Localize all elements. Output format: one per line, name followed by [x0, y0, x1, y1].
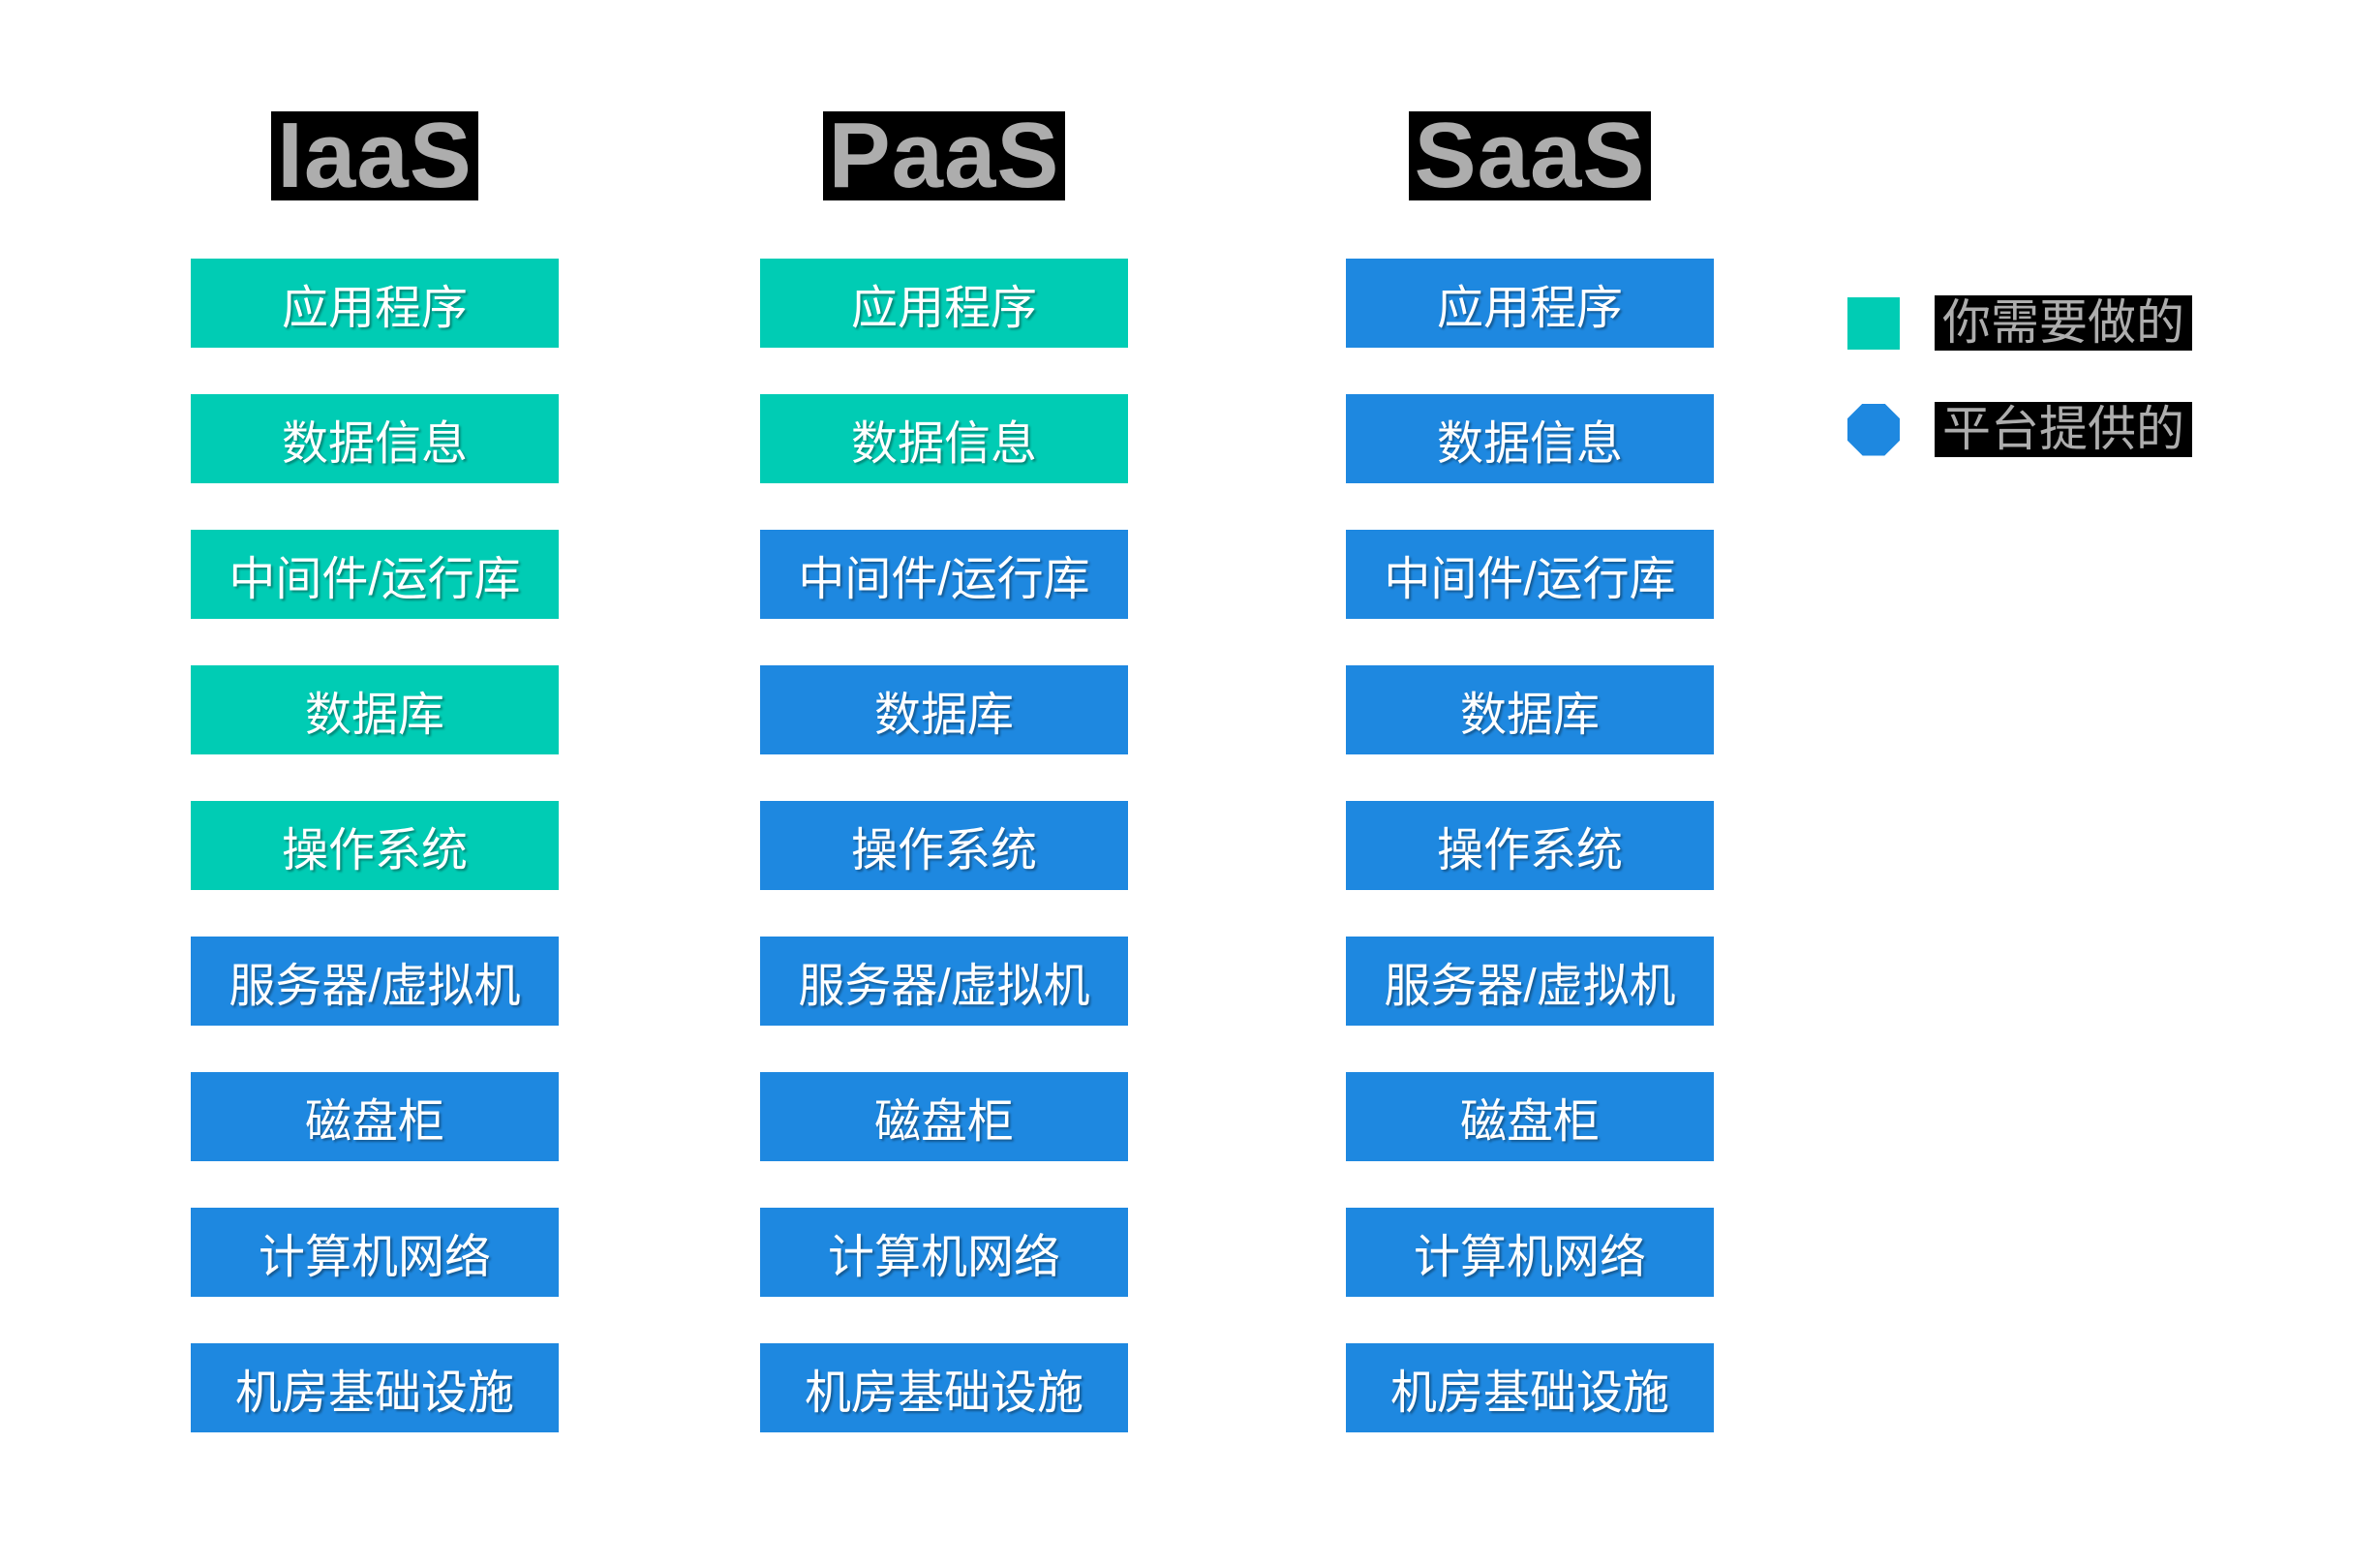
layer-box: 磁盘柜: [1346, 1072, 1714, 1161]
layer-box: 中间件/运行库: [191, 530, 559, 619]
layer-box: 计算机网络: [760, 1208, 1128, 1297]
platform-swatch-circle-icon: [1847, 403, 1900, 456]
layer-box: 磁盘柜: [191, 1072, 559, 1161]
layer-stack-paas: 应用程序数据信息中间件/运行库数据库操作系统服务器/虚拟机磁盘柜计算机网络机房基…: [760, 259, 1128, 1432]
layer-box: 磁盘柜: [760, 1072, 1128, 1161]
column-saas: SaaS 应用程序数据信息中间件/运行库数据库操作系统服务器/虚拟机磁盘柜计算机…: [1346, 109, 1714, 1479]
layer-box: 数据信息: [191, 394, 559, 483]
layer-box: 机房基础设施: [760, 1343, 1128, 1432]
layer-box: 应用程序: [191, 259, 559, 348]
layer-box: 服务器/虚拟机: [760, 937, 1128, 1026]
layer-stack-iaas: 应用程序数据信息中间件/运行库数据库操作系统服务器/虚拟机磁盘柜计算机网络机房基…: [191, 259, 559, 1432]
layer-box: 机房基础设施: [191, 1343, 559, 1432]
column-title-saas: SaaS: [1408, 109, 1652, 202]
column-title-paas: PaaS: [822, 109, 1066, 202]
legend: 你需要做的 平台提供的: [1847, 295, 2192, 508]
layer-box: 服务器/虚拟机: [191, 937, 559, 1026]
layer-box: 计算机网络: [191, 1208, 559, 1297]
layer-box: 数据库: [191, 665, 559, 754]
layer-box: 应用程序: [760, 259, 1128, 348]
layer-box: 中间件/运行库: [1346, 530, 1714, 619]
legend-label-platform: 平台提供的: [1935, 402, 2192, 457]
layer-box: 数据库: [760, 665, 1128, 754]
legend-row-user: 你需要做的: [1847, 295, 2192, 351]
layer-box: 操作系统: [191, 801, 559, 890]
layer-box: 数据信息: [760, 394, 1128, 483]
column-iaas: IaaS 应用程序数据信息中间件/运行库数据库操作系统服务器/虚拟机磁盘柜计算机…: [191, 109, 559, 1479]
column-paas: PaaS 应用程序数据信息中间件/运行库数据库操作系统服务器/虚拟机磁盘柜计算机…: [760, 109, 1128, 1479]
layer-stack-saas: 应用程序数据信息中间件/运行库数据库操作系统服务器/虚拟机磁盘柜计算机网络机房基…: [1346, 259, 1714, 1432]
legend-label-user: 你需要做的: [1935, 295, 2192, 351]
user-swatch-square-icon: [1847, 296, 1900, 350]
layer-box: 数据库: [1346, 665, 1714, 754]
layer-box: 服务器/虚拟机: [1346, 937, 1714, 1026]
layer-box: 操作系统: [1346, 801, 1714, 890]
column-title-iaas: IaaS: [271, 109, 478, 202]
layer-box: 中间件/运行库: [760, 530, 1128, 619]
layer-box: 应用程序: [1346, 259, 1714, 348]
layer-box: 数据信息: [1346, 394, 1714, 483]
legend-row-platform: 平台提供的: [1847, 402, 2192, 457]
layer-box: 计算机网络: [1346, 1208, 1714, 1297]
layer-box: 操作系统: [760, 801, 1128, 890]
layer-box: 机房基础设施: [1346, 1343, 1714, 1432]
